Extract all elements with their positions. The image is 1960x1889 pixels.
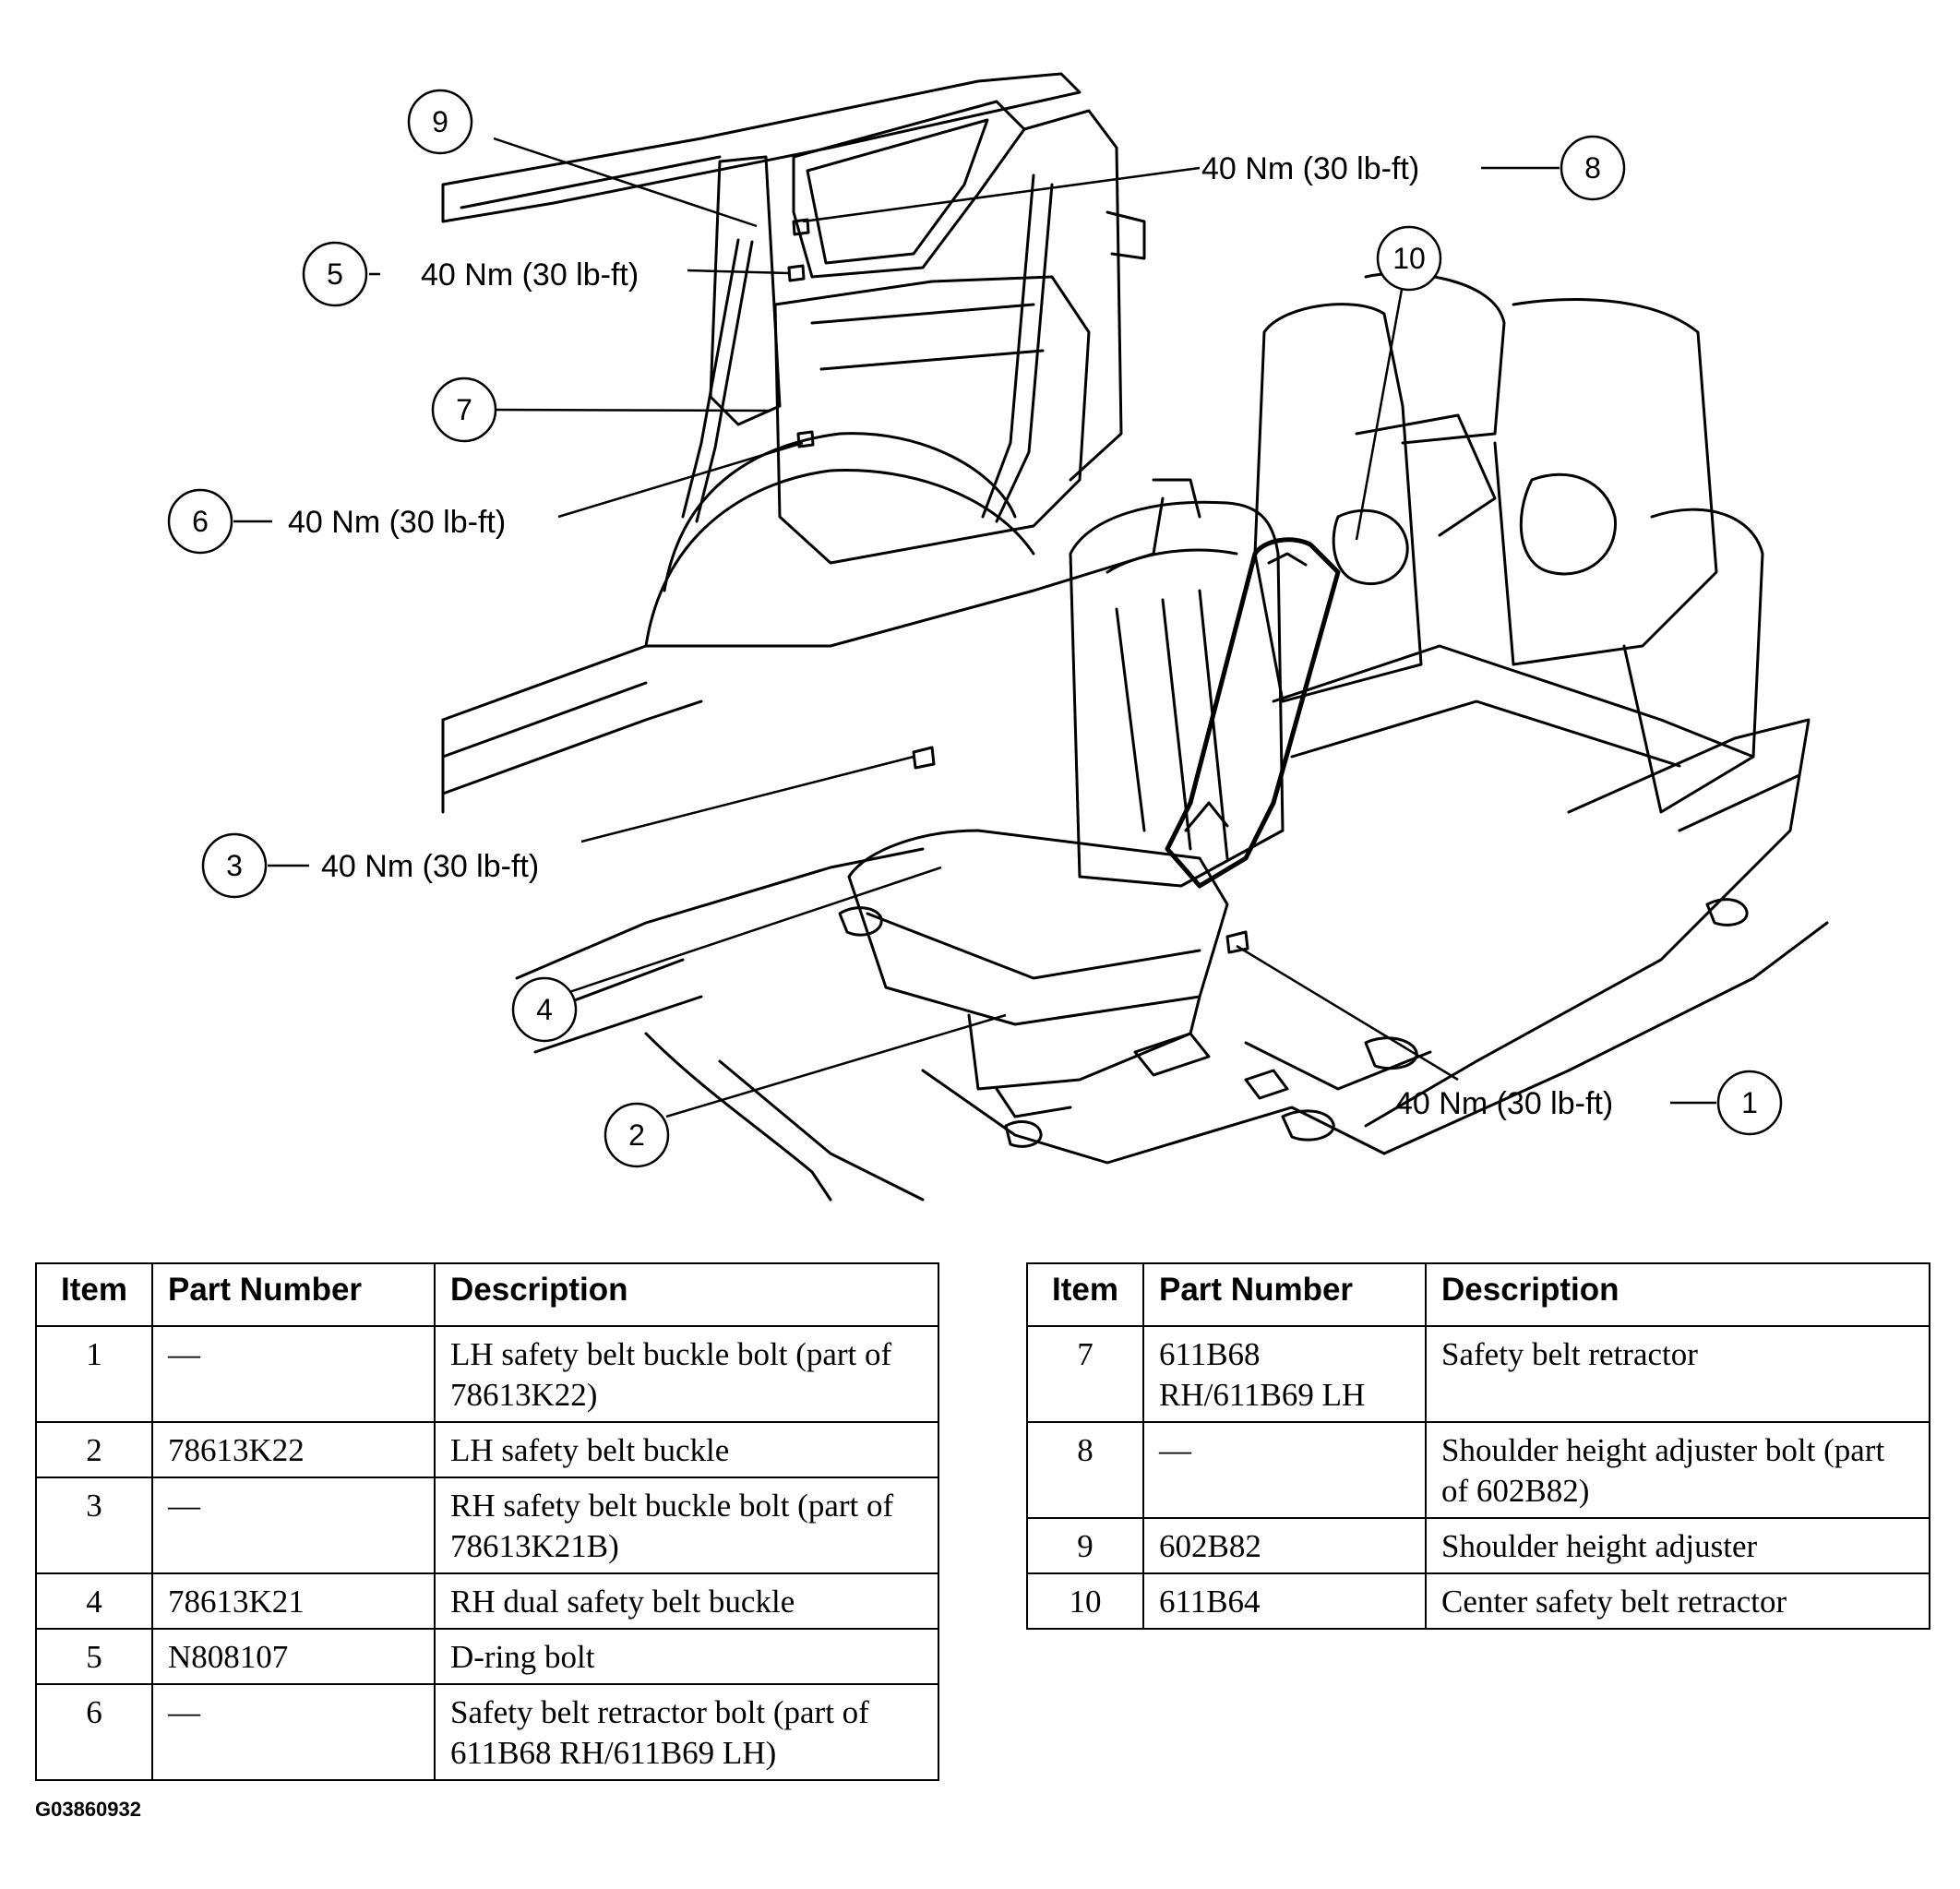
callout-circle [511, 976, 578, 1043]
callout-number: 6 [192, 505, 209, 538]
callout-circle [407, 89, 473, 155]
header-item: Item [1026, 1262, 1144, 1327]
table-row: 1 — LH safety belt buckle bolt (part of … [35, 1325, 939, 1423]
part-number-cell: 78613K21 [151, 1572, 436, 1630]
callout-2: 2 [604, 1102, 670, 1168]
table-row: 2 78613K22 LH safety belt buckle [35, 1421, 939, 1478]
table-row: 10 611B64 Center safety belt retractor [1026, 1572, 1930, 1630]
description-cell: Safety belt retractor [1425, 1325, 1930, 1423]
callout-7: 7 [431, 377, 497, 443]
table-row: 5 N808107 D-ring bolt [35, 1628, 939, 1685]
part-number-cell: 602B82 [1142, 1517, 1427, 1574]
callout-circle [1376, 225, 1442, 292]
callout-10: 10 [1376, 225, 1442, 292]
callout-9: 9 [407, 89, 473, 155]
callout-torque: 40 Nm (30 lb-ft) [321, 849, 539, 884]
callout-torque: 40 Nm (30 lb-ft) [1201, 151, 1419, 186]
callout-8: 40 Nm (30 lb-ft) 8 [1201, 135, 1626, 201]
figure-id: G03860932 [35, 1798, 141, 1821]
part-number-cell: — [1142, 1421, 1427, 1519]
part-number-cell: 78613K22 [151, 1421, 436, 1478]
table-row: 4 78613K21 RH dual safety belt buckle [35, 1572, 939, 1630]
description-cell: Safety belt retractor bolt (part of 611B… [434, 1683, 939, 1781]
part-number-cell: — [151, 1325, 436, 1423]
part-number-cell: 611B64 [1142, 1572, 1427, 1630]
table-row: 3 — RH safety belt buckle bolt (part of … [35, 1477, 939, 1574]
callout-4: 4 [511, 976, 578, 1043]
table-row: 7 611B68 RH/611B69 LH Safety belt retrac… [1026, 1325, 1930, 1423]
callout-number: 9 [432, 105, 448, 138]
description-cell: LH safety belt buckle [434, 1421, 939, 1478]
item-cell: 7 [1026, 1325, 1144, 1423]
item-cell: 4 [35, 1572, 153, 1630]
description-cell: Shoulder height adjuster bolt (part of 6… [1425, 1421, 1930, 1519]
callout-circle [302, 241, 368, 307]
vehicle-illustration [441, 72, 1829, 1202]
parts-table-left: Item Part Number Description 1 — LH safe… [35, 1262, 939, 1781]
callout-circle [1716, 1070, 1783, 1136]
parts-table-right: Item Part Number Description 7 611B68 RH… [1026, 1262, 1930, 1630]
table-row: 6 — Safety belt retractor bolt (part of … [35, 1683, 939, 1781]
callout-circle [1560, 135, 1626, 201]
description-cell: Center safety belt retractor [1425, 1572, 1930, 1630]
part-number-cell: 611B68 RH/611B69 LH [1142, 1325, 1427, 1423]
item-cell: 5 [35, 1628, 153, 1685]
description-cell: Shoulder height adjuster [1425, 1517, 1930, 1574]
table-row: 8 — Shoulder height adjuster bolt (part … [1026, 1421, 1930, 1519]
callout-3: 3 40 Nm (30 lb-ft) [201, 832, 539, 899]
callout-number: 8 [1584, 151, 1601, 185]
item-cell: 8 [1026, 1421, 1144, 1519]
callout-circle [201, 832, 268, 899]
leader-lines [233, 137, 1716, 1118]
item-cell: 2 [35, 1421, 153, 1478]
seat-belt-diagram: 9 40 Nm (30 lb-ft) 8 5 40 Nm (30 lb-ft) … [167, 72, 1829, 1202]
description-cell: RH safety belt buckle bolt (part of 7861… [434, 1477, 939, 1574]
table-header-row: Item Part Number Description [1026, 1262, 1930, 1327]
callout-number: 4 [536, 993, 553, 1026]
callout-5: 5 40 Nm (30 lb-ft) [302, 241, 639, 307]
callout-circle [431, 377, 497, 443]
callout-number: 1 [1741, 1086, 1758, 1119]
item-cell: 3 [35, 1477, 153, 1574]
callout-torque: 40 Nm (30 lb-ft) [421, 257, 639, 293]
callout-number: 3 [226, 849, 243, 882]
callout-torque: 40 Nm (30 lb-ft) [288, 505, 506, 540]
header-item: Item [35, 1262, 153, 1327]
callout-circle [167, 488, 233, 555]
description-cell: D-ring bolt [434, 1628, 939, 1685]
header-description: Description [434, 1262, 939, 1327]
description-cell: RH dual safety belt buckle [434, 1572, 939, 1630]
item-cell: 10 [1026, 1572, 1144, 1630]
callout-circle [604, 1102, 670, 1168]
part-number-cell: N808107 [151, 1628, 436, 1685]
header-description: Description [1425, 1262, 1930, 1327]
item-cell: 6 [35, 1683, 153, 1781]
callout-6: 6 40 Nm (30 lb-ft) [167, 488, 506, 555]
description-cell: LH safety belt buckle bolt (part of 7861… [434, 1325, 939, 1423]
item-cell: 1 [35, 1325, 153, 1423]
item-cell: 9 [1026, 1517, 1144, 1574]
callout-number: 7 [456, 393, 472, 426]
callout-torque: 40 Nm (30 lb-ft) [1395, 1086, 1613, 1121]
table-header-row: Item Part Number Description [35, 1262, 939, 1327]
callout-1: 40 Nm (30 lb-ft) 1 [1395, 1070, 1783, 1136]
callout-number: 5 [327, 257, 343, 291]
table-row: 9 602B82 Shoulder height adjuster [1026, 1517, 1930, 1574]
callout-number: 2 [628, 1118, 645, 1152]
header-part-number: Part Number [151, 1262, 436, 1327]
part-number-cell: — [151, 1683, 436, 1781]
header-part-number: Part Number [1142, 1262, 1427, 1327]
callout-number: 10 [1392, 242, 1426, 275]
part-number-cell: — [151, 1477, 436, 1574]
